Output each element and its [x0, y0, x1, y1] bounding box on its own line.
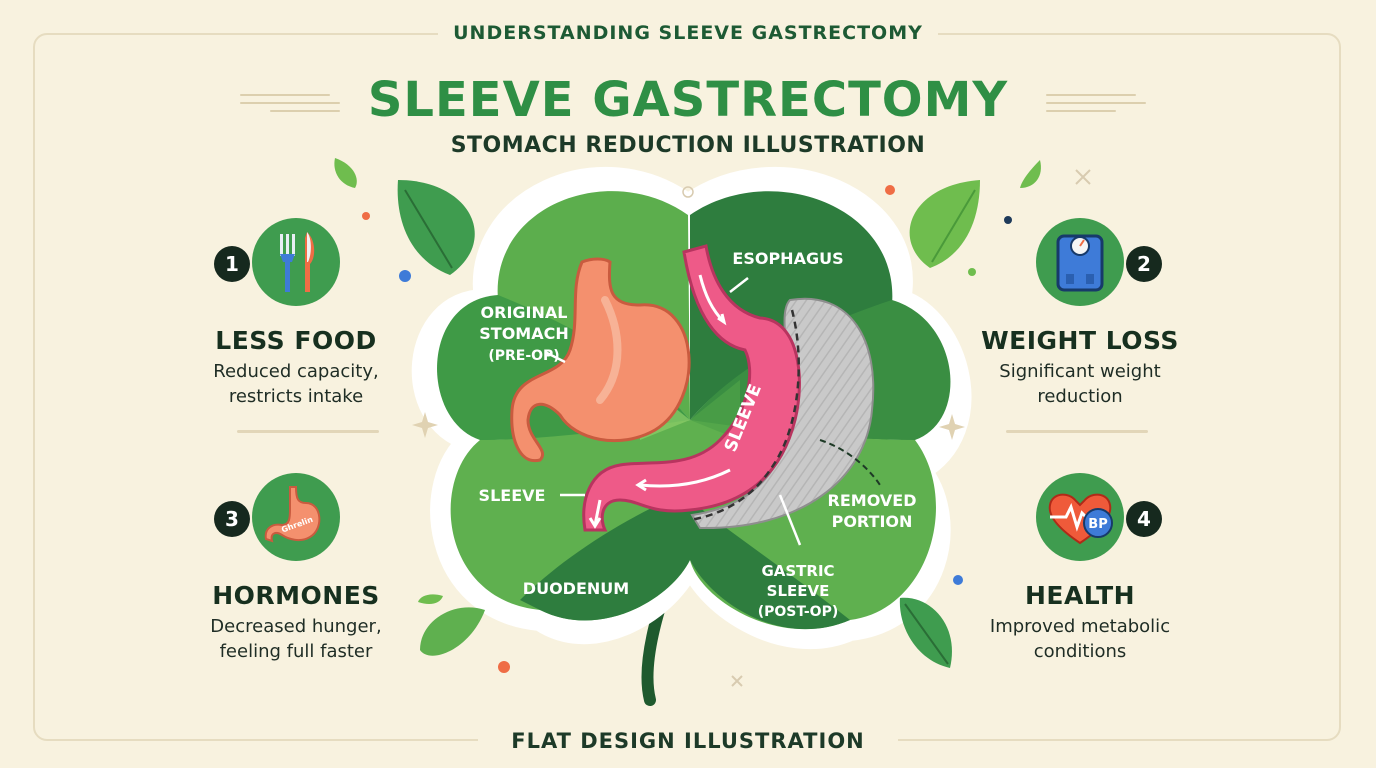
feature-description: Improved metabolic conditions: [989, 616, 1171, 662]
top-banner: UNDERSTANDING SLEEVE GASTRECTOMY: [438, 18, 938, 48]
feature-number-badge: 3: [214, 501, 250, 537]
feature-title: WEIGHT LOSS: [981, 326, 1179, 355]
gastric-sleeve-shape: [582, 244, 801, 532]
decorative-leaf-icon: [1020, 160, 1041, 188]
label-original-stomach-1: ORIGINAL: [481, 303, 568, 322]
feature-description: Decreased hunger, feeling full faster: [210, 616, 382, 662]
decorative-lines-left: [240, 94, 340, 118]
separator-left: [237, 430, 379, 433]
decorative-leaf-icon: [899, 597, 952, 668]
label-gastric-sleeve-3: (POST-OP): [758, 604, 839, 620]
separator-right: [1006, 430, 1148, 433]
label-removed-portion-2: PORTION: [832, 512, 913, 531]
label-original-stomach-3: (PRE-OP): [488, 348, 559, 364]
decorative-dot: [498, 661, 510, 673]
feature-weight-loss: 2 WEIGHT LOSS Significant weight reducti…: [970, 218, 1190, 409]
decorative-dot: [968, 268, 976, 276]
decorative-dot: [1004, 216, 1012, 224]
decorative-dot: [953, 575, 963, 585]
stomach-ghrelin-icon: Ghrelin: [252, 473, 340, 561]
feature-title: LESS FOOD: [215, 326, 377, 355]
decorative-lines-right: [1046, 94, 1146, 118]
sparkle-icon: [939, 414, 965, 440]
decorative-dot: [885, 185, 895, 195]
staple-line: [689, 309, 800, 522]
decorative-dot: [682, 186, 694, 198]
feature-number-badge: 4: [1126, 501, 1162, 537]
bp-label: BP: [1088, 517, 1107, 532]
sparkle-icon: [412, 412, 438, 438]
page-subtitle: STOMACH REDUCTION ILLUSTRATION: [450, 133, 926, 158]
clover-center-facet: [690, 380, 740, 440]
feature-hormones: 3 Ghrelin HORMONES Decreased hunger, fee…: [186, 473, 406, 664]
removed-pointer: [819, 439, 881, 486]
label-gastric-sleeve-2: SLEEVE: [767, 582, 830, 600]
label-original-stomach-2: STOMACH: [479, 324, 568, 343]
label-esophagus: ESOPHAGUS: [732, 249, 843, 268]
feature-number-badge: 2: [1126, 246, 1162, 282]
decorative-dot: [399, 270, 411, 282]
feature-title: HEALTH: [1024, 581, 1136, 610]
fork-knife-icon: [252, 218, 340, 306]
label-duodenum: DUODENUM: [523, 579, 629, 598]
flow-arrows: [588, 274, 731, 529]
feature-description: Reduced capacity, restricts intake: [213, 361, 379, 407]
feature-title: HORMONES: [212, 581, 380, 610]
label-removed-portion-1: REMOVED: [828, 491, 917, 510]
annotation-pointers: [544, 277, 802, 546]
decorative-leaf-icon: [909, 180, 980, 268]
decorative-dot: [362, 212, 370, 220]
sparkle-icon: [1075, 169, 1091, 185]
feature-less-food: 1 LESS FOOD Reduced capacity, restricts …: [186, 218, 406, 409]
decorative-leaf-icon: [420, 607, 485, 656]
label-sleeve-left: SLEEVE: [479, 486, 546, 505]
decorative-leaf-icon: [397, 180, 475, 275]
original-stomach: [510, 257, 691, 463]
feature-number-badge: 1: [214, 246, 250, 282]
scale-icon: [1036, 218, 1124, 306]
label-gastric-sleeve-1: GASTRIC: [761, 562, 834, 580]
bottom-banner: FLAT DESIGN ILLUSTRATION: [478, 726, 898, 756]
feature-health: 4 BP HEALTH Improved metabolic condition…: [970, 473, 1190, 664]
decorative-leaf-icon: [418, 594, 443, 604]
heart-bp-icon: BP: [1036, 473, 1124, 561]
sparkle-icon: [731, 675, 743, 687]
page-title: SLEEVE GASTRECTOMY: [367, 72, 1009, 128]
feature-description: Significant weight reduction: [999, 361, 1161, 407]
decorative-leaf-icon: [334, 158, 357, 188]
